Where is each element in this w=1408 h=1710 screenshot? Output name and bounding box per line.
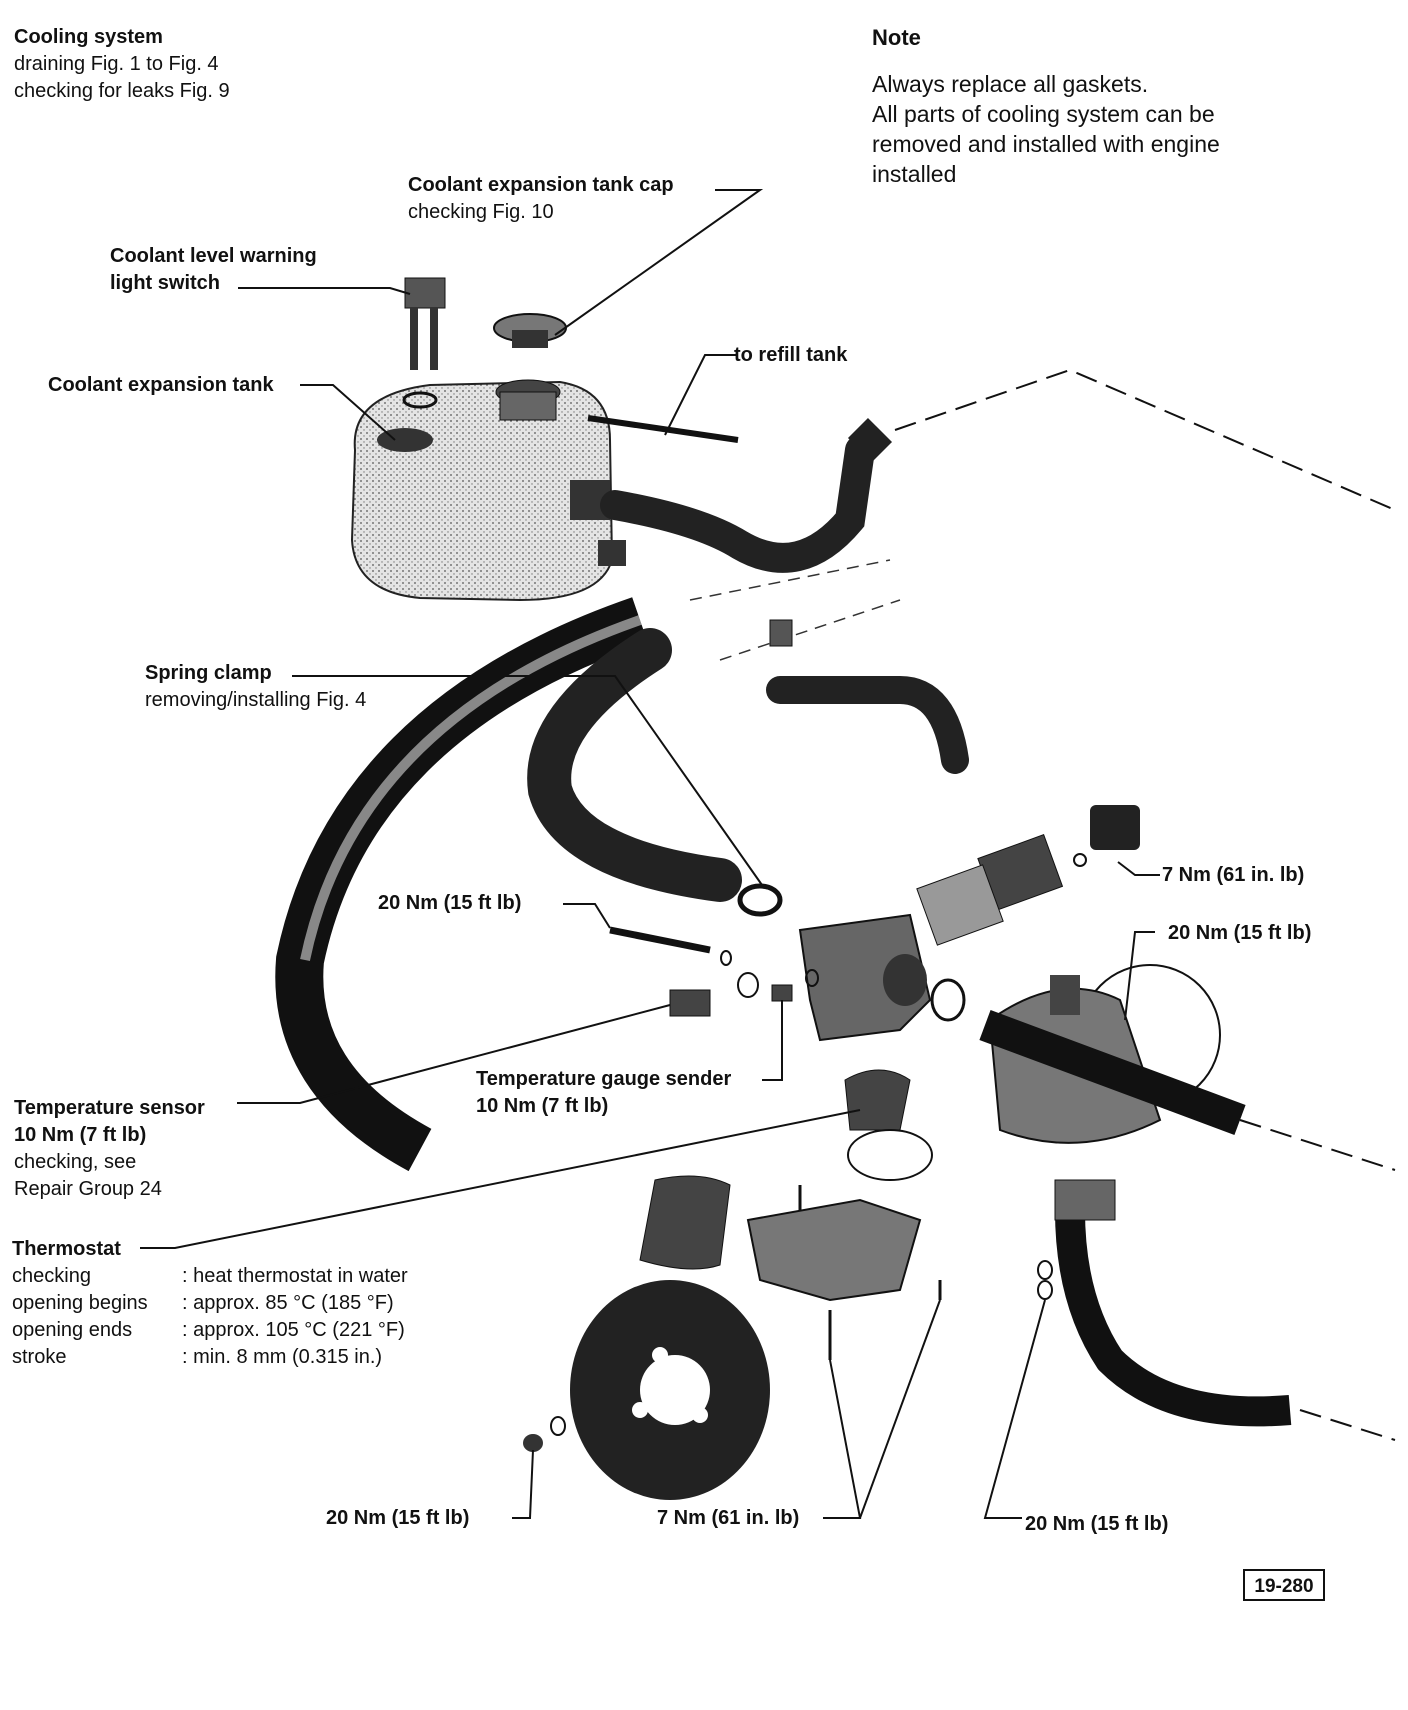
thermostat-row-key: opening ends	[12, 1319, 133, 1341]
torque-20nm-bolt: 20 Nm (15 ft lb)	[378, 892, 522, 914]
level-switch-line-1: Coolant level warning	[110, 245, 317, 267]
thermostat-row-checking: checking : heat thermostat in water	[12, 1263, 408, 1290]
level-switch-drawing	[402, 277, 446, 409]
gauge-sender-label: Temperature gauge sender	[476, 1068, 732, 1090]
note-title: Note	[872, 25, 921, 50]
callout-gauge-sender: Temperature gauge sender 10 Nm (7 ft lb)	[476, 1066, 731, 1120]
thermostat-row-value: : approx. 85 °C (185 °F)	[182, 1292, 394, 1314]
callout-thermostat: Thermostat checking : heat thermostat in …	[12, 1236, 408, 1371]
callout-level-switch: Coolant level warning light switch	[110, 243, 317, 297]
torque-7nm-bottom: 7 Nm (61 in. lb)	[657, 1507, 800, 1529]
callout-expansion-tank: Coolant expansion tank	[48, 374, 274, 396]
callout-spring-clamp: Spring clamp removing/installing Fig. 4	[145, 660, 366, 714]
thermostat-row-key: checking	[12, 1265, 91, 1287]
temp-sensor-line-3: checking, see	[14, 1151, 137, 1173]
spring-clamp-sub: removing/installing Fig. 4	[145, 689, 367, 711]
level-switch-line-2: light switch	[110, 272, 220, 294]
header-line-leaks: checking for leaks Fig. 9	[14, 80, 230, 102]
note-line-1: Always replace all gaskets.	[872, 71, 1149, 97]
expansion-tank-drawing	[350, 379, 626, 602]
spring-clamp-label: Spring clamp	[145, 662, 272, 684]
temp-sensor-torque: 10 Nm (7 ft lb)	[14, 1124, 147, 1146]
thermostat-row-opening-begins: opening begins : approx. 85 °C (185 °F)	[12, 1290, 408, 1317]
temp-sensor-line-4: Repair Group 24	[14, 1178, 162, 1200]
note-block: Note Always replace all gaskets. All par…	[872, 24, 1220, 189]
thermostat-row-stroke: stroke : min. 8 mm (0.315 in.)	[12, 1344, 408, 1371]
thermostat-row-key: stroke	[12, 1346, 67, 1368]
callout-refill: to refill tank	[734, 344, 848, 366]
gauge-sender-torque: 10 Nm (7 ft lb)	[476, 1095, 609, 1117]
callout-tank-cap: Coolant expansion tank cap checking Fig.…	[408, 172, 674, 226]
thermostat-row-value: : heat thermostat in water	[182, 1265, 408, 1287]
page-title: Cooling system	[14, 26, 163, 48]
thermostat-label: Thermostat	[12, 1238, 121, 1260]
callout-temp-sensor: Temperature sensor 10 Nm (7 ft lb) check…	[14, 1095, 205, 1203]
leader-lines	[140, 189, 1160, 1519]
thermostat-housing-drawing	[798, 913, 932, 1042]
thermostat-row-value: : approx. 105 °C (221 °F)	[182, 1319, 405, 1341]
thermostat-row-opening-ends: opening ends : approx. 105 °C (221 °F)	[12, 1317, 408, 1344]
temp-sensor-label: Temperature sensor	[14, 1097, 205, 1119]
tank-cap-sub: checking Fig. 10	[408, 201, 554, 223]
torque-20nm-right: 20 Nm (15 ft lb)	[1168, 922, 1312, 944]
torque-7nm-top: 7 Nm (61 in. lb)	[1162, 864, 1305, 886]
torque-20nm-pulley: 20 Nm (15 ft lb)	[326, 1507, 470, 1529]
note-line-2: All parts of cooling system can be	[872, 101, 1215, 127]
tank-cap-drawing	[493, 313, 567, 348]
figure-number: 19-280	[1243, 1569, 1325, 1601]
note-line-3: removed and installed with engine	[872, 131, 1220, 157]
note-line-4: installed	[872, 161, 957, 187]
tank-cap-label: Coolant expansion tank cap	[408, 174, 674, 196]
torque-20nm-bottom-right: 20 Nm (15 ft lb)	[1025, 1513, 1169, 1535]
header-line-draining: draining Fig. 1 to Fig. 4	[14, 53, 219, 75]
header-block: Cooling system draining Fig. 1 to Fig. 4…	[14, 24, 230, 105]
thermostat-row-value: : min. 8 mm (0.315 in.)	[182, 1346, 383, 1368]
thermostat-row-key: opening begins	[12, 1292, 148, 1314]
